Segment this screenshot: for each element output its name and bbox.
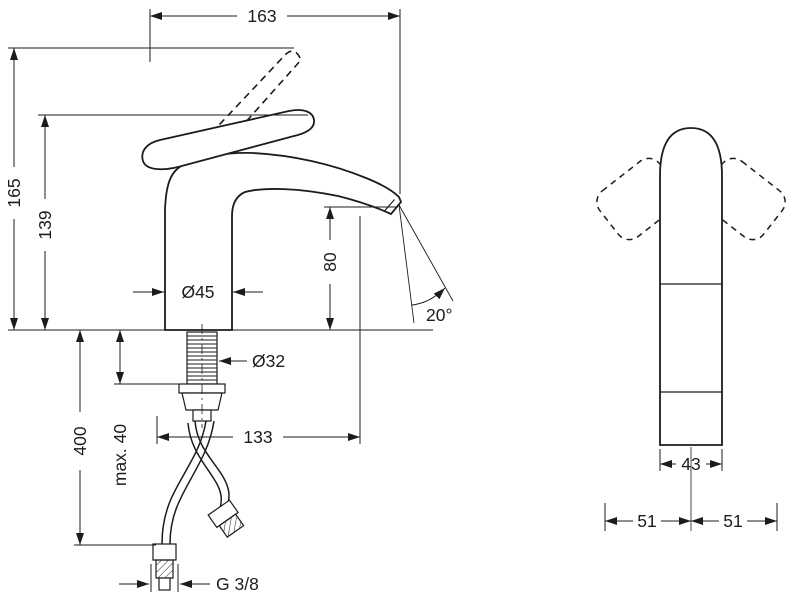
front-dimensions (4, 6, 454, 592)
angle-arc (411, 287, 446, 306)
dim-thread-size-label: G 3/8 (216, 574, 259, 594)
supply-hoses (161, 420, 230, 545)
handle-lever-outline (141, 109, 315, 171)
side-dimension-labels: 43 51 51 (637, 454, 742, 531)
dim-max-deck-label: max. 40 (110, 424, 130, 487)
dim-total-height-label: 165 (4, 178, 24, 207)
dim-body-width-label: 43 (681, 454, 700, 474)
dim-shank-diameter-label: Ø32 (252, 351, 285, 371)
hose-fitting-left (152, 543, 177, 591)
side-body-outline (659, 127, 723, 446)
dim-hose-length-label: 400 (70, 426, 90, 455)
spout-outlet-line (384, 199, 395, 212)
dim-body-diameter-label: Ø45 (181, 282, 214, 302)
hose-fitting-right (207, 499, 245, 538)
handle-swing-left-dashed (596, 157, 682, 241)
dim-swing-right-label: 51 (723, 511, 742, 531)
side-view (596, 127, 786, 446)
dim-height-to-handle-label: 139 (35, 210, 55, 239)
front-dimension-labels: 163 165 139 80 Ø45 Ø32 133 400 max. 40 2… (4, 6, 452, 594)
mounting-nut (181, 392, 223, 411)
front-view (8, 50, 433, 591)
dim-spout-angle-label: 20° (426, 305, 452, 325)
faucet-body-outline (164, 151, 403, 331)
handle-swing-right-dashed (700, 157, 786, 241)
dim-spout-reach-label: 133 (243, 427, 272, 447)
angle-leg (398, 204, 454, 302)
handle-raised-dashed-outline (202, 50, 302, 153)
dim-overall-depth-label: 163 (247, 6, 276, 26)
dim-spout-height-label: 80 (320, 252, 340, 272)
angle-leg (398, 204, 415, 324)
dim-swing-left-label: 51 (637, 511, 656, 531)
side-dimensions (604, 447, 778, 531)
